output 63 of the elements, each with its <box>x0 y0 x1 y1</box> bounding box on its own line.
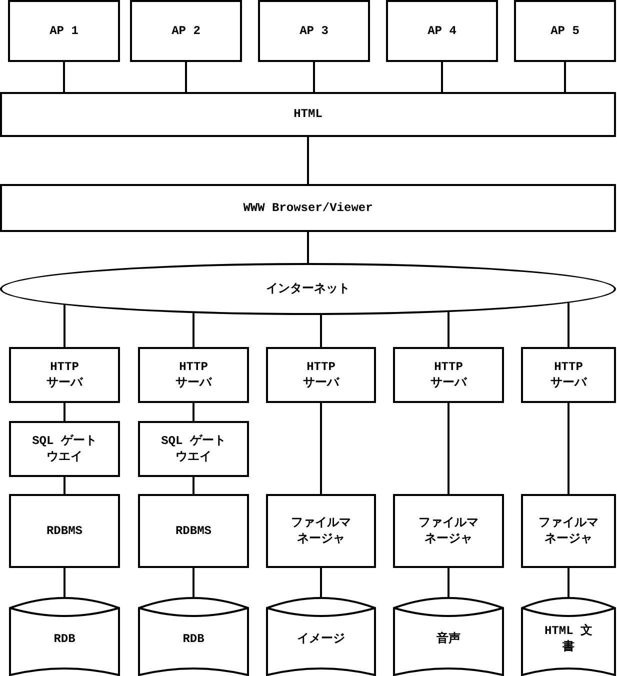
process-box <box>521 494 616 568</box>
connector-line <box>448 403 450 494</box>
process-box <box>138 347 249 403</box>
node-label: HTTP サーバ <box>174 358 213 392</box>
node-label: WWW Browser/Viewer <box>243 200 373 216</box>
process-box <box>386 0 498 62</box>
connector-line <box>448 568 450 598</box>
connector-line <box>64 403 66 421</box>
connector-line <box>448 312 450 347</box>
connector-line <box>307 232 309 263</box>
process-box <box>9 421 120 477</box>
node-label: インターネット <box>266 280 350 298</box>
connector-line <box>320 403 322 494</box>
connector-line <box>320 314 322 347</box>
connector-line <box>192 403 194 421</box>
node-label: ファイルマネージャ <box>418 514 480 548</box>
node-label: RDBMS <box>175 522 212 540</box>
process-box <box>393 494 504 568</box>
connector-line <box>568 568 570 598</box>
process-box <box>266 494 376 568</box>
node-label: AP 2 <box>172 22 200 40</box>
process-box <box>9 494 120 568</box>
connector-line <box>313 62 315 92</box>
node-label: AP 5 <box>550 22 580 40</box>
process-box <box>9 347 120 403</box>
node-label: HTTP サーバ <box>550 358 588 392</box>
node-label: HTML <box>294 106 322 123</box>
connector-line <box>568 403 570 494</box>
connector-line <box>564 62 566 92</box>
node-label: ファイルマネージャ <box>290 514 352 548</box>
node-label: HTTP サーバ <box>302 358 340 392</box>
process-box <box>0 184 616 232</box>
process-box <box>130 0 242 62</box>
node-label: ファイルマネージャ <box>538 514 600 548</box>
node-label: SQL ゲートウエイ <box>160 432 227 466</box>
node-label: AP 4 <box>428 22 456 40</box>
connector-line <box>64 477 66 494</box>
node-label: HTTP サーバ <box>46 358 84 392</box>
connector-line <box>64 568 66 598</box>
node-label: SQL ゲートウエイ <box>31 432 98 466</box>
process-box <box>514 0 616 62</box>
process-box <box>521 347 616 403</box>
node-label: AP 1 <box>50 22 78 40</box>
connector-line <box>63 62 65 92</box>
process-box <box>8 0 120 62</box>
node-label: HTTP サーバ <box>430 358 468 392</box>
process-box <box>393 347 504 403</box>
process-box <box>258 0 370 62</box>
connector-line <box>568 302 570 347</box>
process-box <box>138 421 249 477</box>
node-label: AP 3 <box>300 22 328 40</box>
connector-line <box>320 568 322 598</box>
connector-line <box>185 62 187 92</box>
connector-line <box>64 304 66 347</box>
process-box <box>0 92 616 137</box>
process-box <box>138 494 249 568</box>
node-label: RDBMS <box>46 522 82 540</box>
process-box <box>266 347 376 403</box>
connector-line <box>192 477 194 494</box>
connector-line <box>192 313 194 347</box>
connector-line <box>307 137 309 184</box>
connector-line <box>192 568 194 598</box>
connector-line <box>441 62 443 92</box>
